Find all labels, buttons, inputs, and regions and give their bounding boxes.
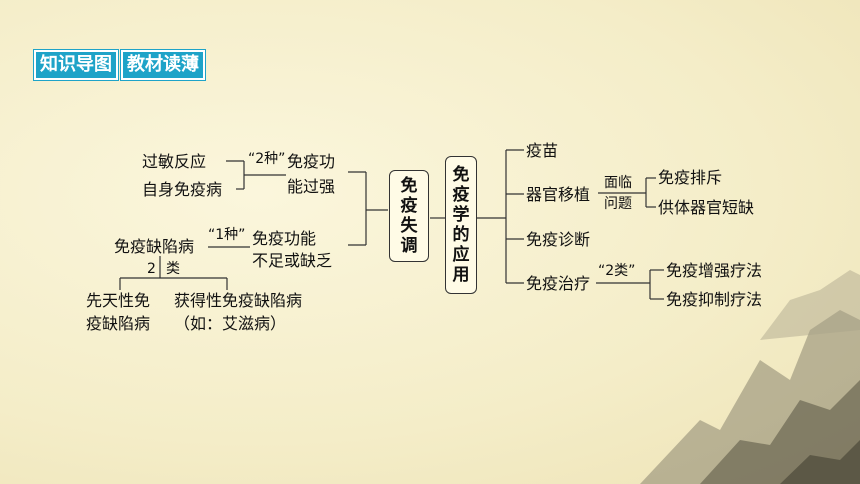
autoimmune-label: 自身免疫病 bbox=[142, 180, 223, 199]
immune-disorder-box: 免 疫 失 调 bbox=[389, 170, 429, 262]
suppress-therapy-label: 免疫抑制疗法 bbox=[666, 290, 763, 309]
acquired-line1: 获得性免疫缺陷病 bbox=[174, 291, 303, 310]
application-char: 应 bbox=[452, 245, 470, 265]
disorder-char: 失 bbox=[400, 216, 418, 236]
textbook-tag: 教材读薄 bbox=[121, 50, 205, 80]
congenital-line2: 疫缺陷病 bbox=[86, 314, 151, 333]
donor-shortage-label: 供体器官短缺 bbox=[658, 198, 755, 217]
acquired-line2: （如：艾滋病） bbox=[174, 314, 287, 333]
application-char: 免 bbox=[452, 165, 470, 185]
application-char: 学 bbox=[452, 205, 470, 225]
overactive-line1: 免疫功 bbox=[287, 152, 336, 171]
immunology-application-box: 免 疫 学 的 应 用 bbox=[445, 156, 477, 294]
disorder-char: 调 bbox=[400, 236, 418, 256]
congenital-line1: 先天性免 bbox=[86, 291, 151, 310]
immunodeficiency-label: 免疫缺陷病 bbox=[114, 237, 195, 256]
section-header: 知识导图 教材读薄 bbox=[34, 50, 205, 80]
diagnosis-label: 免疫诊断 bbox=[526, 230, 591, 249]
application-char: 疫 bbox=[452, 185, 470, 205]
application-char: 用 bbox=[452, 265, 470, 285]
deficient-line2: 不足或缺乏 bbox=[252, 251, 333, 270]
face-problem-line1: 面临 bbox=[604, 175, 632, 191]
two-classes-label: “2类” bbox=[598, 263, 636, 279]
vaccine-label: 疫苗 bbox=[526, 141, 559, 160]
rejection-label: 免疫排斥 bbox=[658, 168, 723, 187]
overactive-line2: 能过强 bbox=[287, 177, 336, 196]
face-problem-line2: 问题 bbox=[604, 196, 632, 212]
knowledge-map-tag: 知识导图 bbox=[34, 50, 118, 80]
two-kinds-label: “2种” bbox=[248, 151, 286, 167]
one-kind-label: “1种” bbox=[208, 227, 246, 243]
disorder-char: 疫 bbox=[400, 196, 418, 216]
two-classes-number: 2 bbox=[147, 261, 156, 277]
transplant-label: 器官移植 bbox=[526, 185, 591, 204]
application-char: 的 bbox=[452, 225, 470, 245]
disorder-char: 免 bbox=[400, 176, 418, 196]
class-word: 类 bbox=[166, 261, 180, 277]
therapy-label: 免疫治疗 bbox=[526, 274, 591, 293]
enhance-therapy-label: 免疫增强疗法 bbox=[666, 261, 763, 280]
allergy-label: 过敏反应 bbox=[142, 152, 207, 171]
deficient-line1: 免疫功能 bbox=[252, 229, 317, 248]
